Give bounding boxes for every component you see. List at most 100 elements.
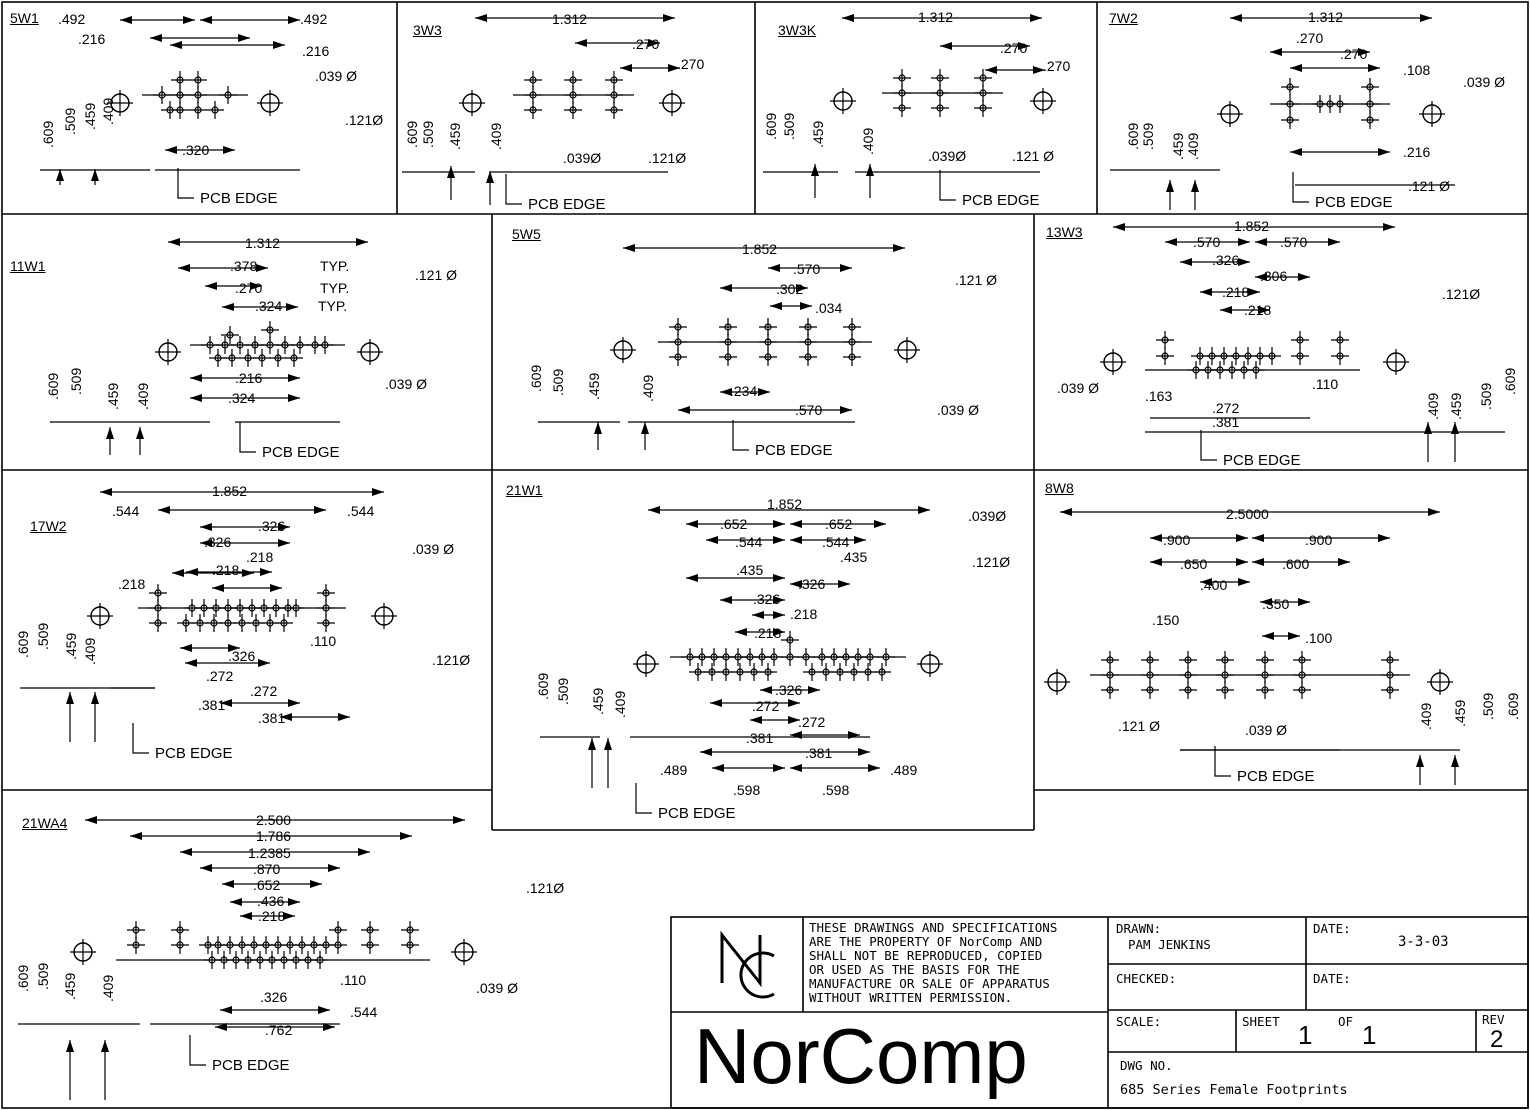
pcb-edge-leader — [732, 420, 749, 451]
arrow-head-icon — [323, 1023, 335, 1031]
sheet-label: SHEET — [1242, 1014, 1280, 1029]
arrow-head-icon — [1328, 238, 1340, 246]
arrow-head-icon — [183, 16, 195, 24]
dimension-text: .121Ø — [345, 112, 384, 128]
dimension-text: .544 — [822, 534, 850, 550]
arrow-head-icon — [1252, 558, 1264, 566]
arrow-head-icon — [868, 764, 880, 772]
arrow-head-icon — [258, 659, 270, 667]
dimension-text: .270 — [677, 56, 705, 72]
dimension-text: .039Ø — [928, 148, 967, 164]
drawn-value: PAM JENKINS — [1128, 937, 1211, 952]
date-value: 3-3-03 — [1398, 934, 1449, 950]
arrow-head-icon — [85, 816, 97, 824]
scale-label: SCALE: — [1116, 1014, 1162, 1029]
panel-label: 8W8 — [1045, 480, 1074, 496]
arrow-head-icon — [648, 506, 660, 514]
arrow-head-icon — [91, 169, 99, 181]
dimension-text: .652 — [253, 877, 281, 893]
arrow-head-icon — [773, 628, 785, 636]
arrow-head-icon — [700, 748, 712, 756]
dimension-text: .609 — [528, 364, 544, 392]
dimension-text: .326 — [775, 682, 803, 698]
arrow-head-icon — [848, 731, 860, 739]
arrow-head-icon — [286, 303, 298, 311]
dimension-text: .409 — [640, 374, 656, 402]
arrow-head-icon — [1378, 534, 1390, 542]
dimension-text: .609 — [1505, 692, 1521, 720]
dimension-text: .409 — [1425, 392, 1441, 420]
arrow-head-icon — [222, 303, 234, 311]
arrow-head-icon — [588, 738, 596, 750]
dimension-text: .409 — [612, 690, 628, 718]
dimension-text: TYP. — [320, 280, 350, 296]
pcb-edge-leader — [177, 168, 194, 199]
footprint-13w3 — [1100, 223, 1505, 462]
dimension-text: .492 — [58, 11, 86, 27]
dimension-text: 2.500 — [256, 812, 292, 828]
arrow-head-icon — [752, 611, 764, 619]
dimension-text: .272 — [1212, 400, 1240, 416]
dimension-text: 1.852 — [742, 241, 778, 257]
arrow-head-icon — [800, 302, 812, 310]
dimension-text: .039 Ø — [1245, 722, 1288, 738]
dimension-text: .459 — [810, 120, 826, 148]
arrow-head-icon — [668, 64, 680, 72]
arrow-head-icon — [283, 912, 295, 920]
dimension-text: .039Ø — [968, 508, 1007, 524]
arrow-head-icon — [854, 536, 866, 544]
dimension-text: .409 — [100, 97, 116, 125]
pcb-edge-label: PCB EDGE — [755, 442, 833, 459]
arrow-head-icon — [158, 506, 170, 514]
dimension-text: .270 — [1340, 46, 1368, 62]
dimension-text: .509 — [555, 677, 571, 705]
arrow-head-icon — [1451, 422, 1459, 434]
dimension-text: .870 — [253, 861, 281, 877]
dimension-text: .218 — [246, 549, 274, 565]
dimension-text: .039 Ø — [315, 68, 358, 84]
arrow-head-icon — [1060, 508, 1072, 516]
dimension-text: .570 — [1193, 234, 1221, 250]
pcb-edge-label: PCB EDGE — [1237, 768, 1315, 785]
arrow-head-icon — [1230, 14, 1242, 22]
arrow-head-icon — [1150, 558, 1162, 566]
pcb-edge-leader — [132, 723, 149, 754]
pcb-edge-leader — [635, 783, 652, 814]
dimension-text: .110 — [340, 972, 367, 988]
arrow-head-icon — [1255, 238, 1267, 246]
pcb-edge-label: PCB EDGE — [1223, 452, 1301, 469]
dimension-text: .378 — [230, 258, 258, 274]
dimension-text: .034 — [815, 300, 843, 316]
arrow-head-icon — [663, 14, 675, 22]
arrow-head-icon — [1238, 238, 1250, 246]
dimension-text: 1.312 — [918, 9, 954, 25]
arrow-head-icon — [710, 699, 722, 707]
dimension-text: .121 Ø — [415, 267, 458, 283]
dimension-text: .218 — [1244, 302, 1272, 318]
dimension-text: .326 — [753, 591, 781, 607]
arrow-head-icon — [1180, 258, 1192, 266]
dimension-text: .509 — [35, 962, 51, 990]
arrow-head-icon — [1424, 422, 1432, 434]
dimension-text: .039 Ø — [385, 376, 428, 392]
arrow-head-icon — [200, 539, 212, 547]
arrow-head-icon — [1451, 755, 1459, 767]
arrow-head-icon — [641, 422, 649, 434]
arrow-head-icon — [486, 171, 494, 183]
arrow-head-icon — [760, 686, 772, 694]
arrow-head-icon — [256, 264, 268, 272]
dimension-text: .435 — [840, 549, 868, 565]
arrow-head-icon — [136, 427, 144, 439]
dimension-text: .459 — [447, 122, 463, 150]
arrow-head-icon — [1200, 288, 1212, 296]
arrow-head-icon — [56, 169, 64, 181]
arrow-head-icon — [1030, 14, 1042, 22]
of-label: OF — [1338, 1014, 1354, 1029]
dimension-text: .381 — [1212, 414, 1240, 430]
dimension-text: .459 — [1170, 132, 1186, 160]
dimension-text: 1.312 — [1308, 9, 1344, 25]
dimension-text: .459 — [82, 102, 98, 130]
drawn-label: DRAWN: — [1116, 921, 1162, 936]
footprint-5w5 — [538, 244, 920, 451]
arrow-head-icon — [750, 716, 762, 724]
